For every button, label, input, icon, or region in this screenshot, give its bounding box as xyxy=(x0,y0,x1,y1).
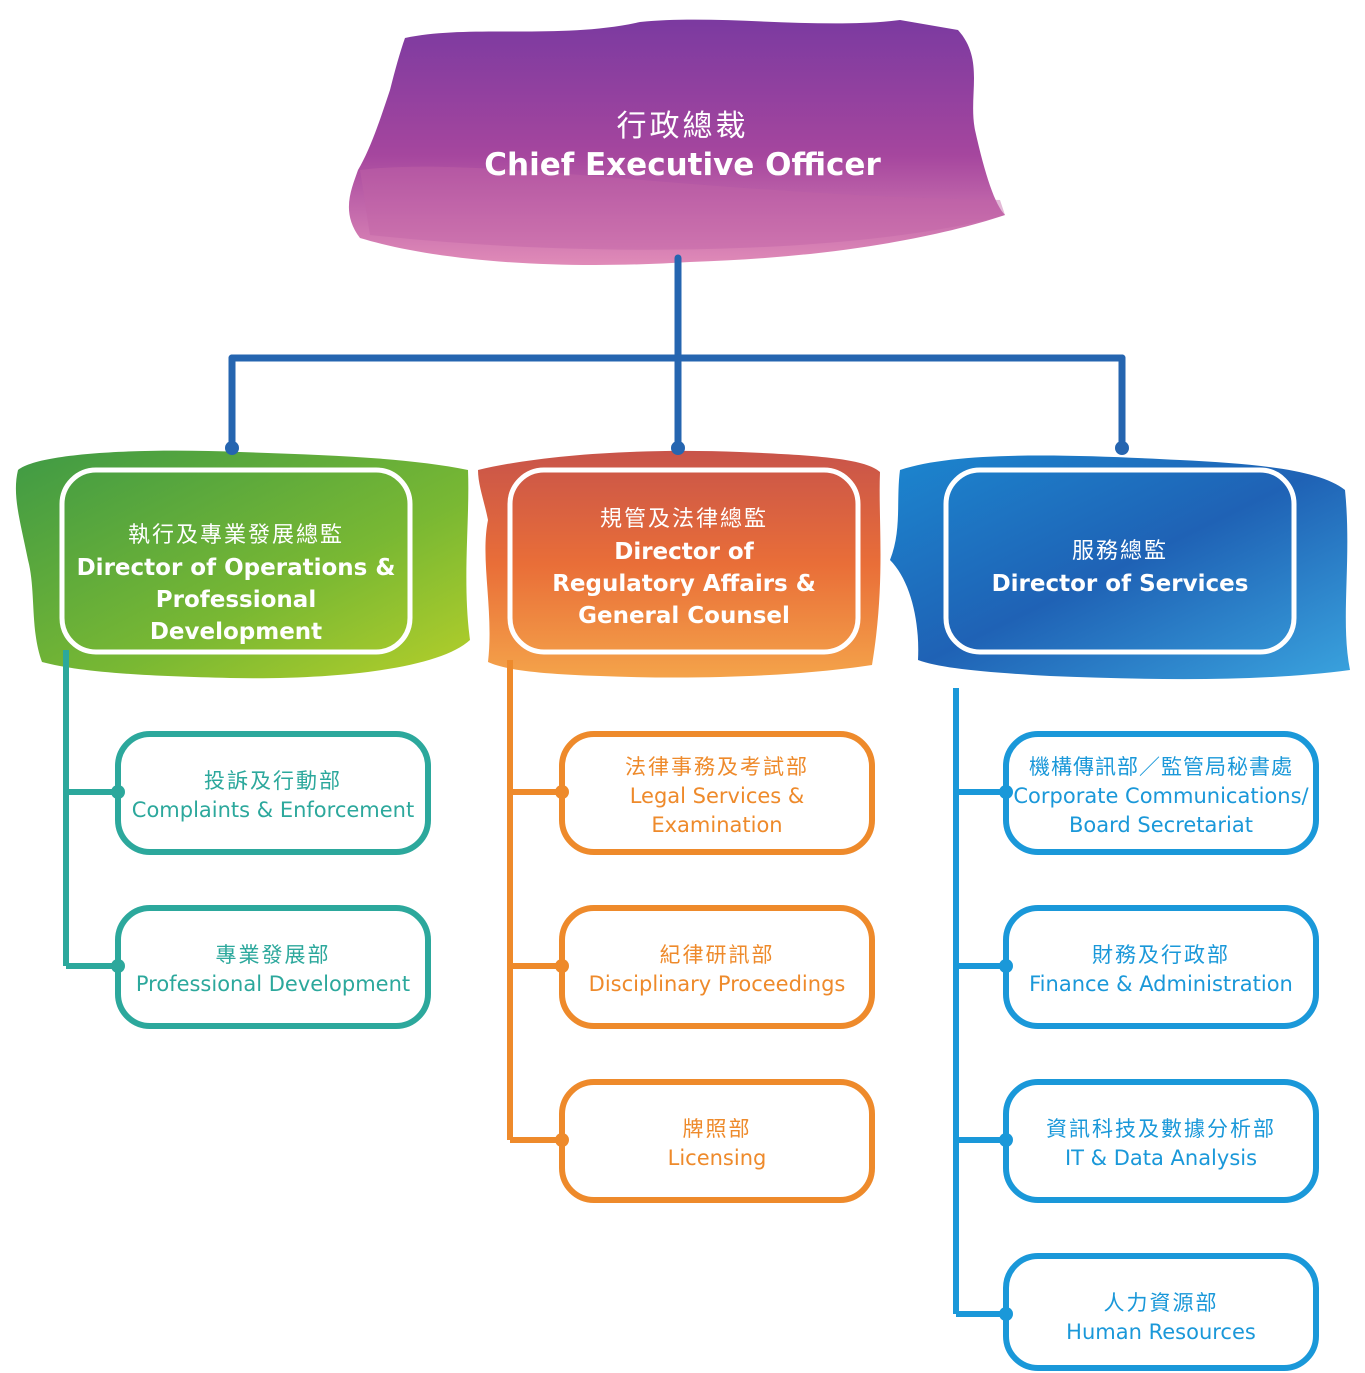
unit-complaints-en: Complaints & Enforcement xyxy=(131,798,415,822)
director-operations-en-line2: Professional Development xyxy=(149,587,323,645)
unit-professional-zh: 專業發展部 xyxy=(215,943,331,967)
unit-hr-en: Human Resources xyxy=(1066,1320,1256,1344)
unit-it-data-analysis: 資訊科技及數據分析部 IT & Data Analysis xyxy=(1008,1114,1314,1173)
director-services-zh: 服務總監 xyxy=(1071,539,1168,564)
regulatory-branch-dots xyxy=(555,785,569,1147)
director-operations-en-line1: Director of Operations & xyxy=(76,555,396,581)
director-regulatory-node: 規管及法律總監 Director of Regulatory Affairs &… xyxy=(514,504,854,632)
director-regulatory-en-line3: General Counsel xyxy=(578,603,790,629)
operations-watercolor xyxy=(15,450,470,679)
unit-legal-en-line1: Legal Services & xyxy=(629,784,805,808)
unit-finance-zh: 財務及行政部 xyxy=(1092,943,1230,967)
unit-finance-administration: 財務及行政部 Finance & Administration xyxy=(1008,940,1314,999)
services-director-frame xyxy=(943,467,1297,655)
unit-complaints-enforcement: 投訴及行動部 Complaints & Enforcement xyxy=(122,766,424,825)
ceo-watercolor-streak xyxy=(360,166,1005,250)
ceo-watercolor-block xyxy=(348,19,1005,265)
director-operations-zh: 執行及專業發展總監 xyxy=(127,523,344,548)
unit-corporate-zh: 機構傳訊部／監管局秘書處 xyxy=(1029,755,1293,779)
director-services-node: 服務總監 Director of Services xyxy=(950,536,1290,600)
unit-corporate-en-line2: Board Secretariat xyxy=(1069,813,1253,837)
operations-branch-dots xyxy=(111,785,125,973)
unit-disciplinary-en: Disciplinary Proceedings xyxy=(588,972,846,996)
regulatory-director-frame xyxy=(507,467,861,655)
unit-corporate-communications: 機構傳訊部／監管局秘書處 Corporate Communications/ B… xyxy=(1008,752,1314,840)
ceo-title-en: Chief Executive Officer xyxy=(484,147,881,183)
unit-professional-en: Professional Development xyxy=(135,972,411,996)
director-operations-node: 執行及專業發展總監 Director of Operations & Profe… xyxy=(66,520,406,648)
ceo-node: 行政總裁 Chief Executive Officer xyxy=(400,108,965,184)
director-regulatory-en-line2: Regulatory Affairs & xyxy=(552,571,816,597)
unit-licensing-en: Licensing xyxy=(667,1146,767,1170)
unit-it-en: IT & Data Analysis xyxy=(1064,1146,1258,1170)
director-services-en: Director of Services xyxy=(991,571,1249,597)
ceo-title-zh: 行政總裁 xyxy=(616,109,749,144)
unit-hr-zh: 人力資源部 xyxy=(1103,1291,1219,1315)
connector-dots xyxy=(225,441,1129,455)
unit-legal-en-line2: Examination xyxy=(651,813,783,837)
unit-disciplinary-proceedings: 紀律研訊部 Disciplinary Proceedings xyxy=(566,940,868,999)
unit-disciplinary-zh: 紀律研訊部 xyxy=(659,943,775,967)
unit-corporate-en-line1: Corporate Communications/ xyxy=(1013,784,1309,808)
unit-licensing-zh: 牌照部 xyxy=(682,1117,752,1141)
operations-director-frame xyxy=(59,467,413,655)
unit-professional-development: 專業發展部 Professional Development xyxy=(122,940,424,999)
unit-human-resources: 人力資源部 Human Resources xyxy=(1008,1288,1314,1347)
unit-finance-en: Finance & Administration xyxy=(1029,972,1293,996)
director-regulatory-zh: 規管及法律總監 xyxy=(599,507,768,532)
regulatory-watercolor xyxy=(478,450,881,678)
director-regulatory-en-line1: Director of xyxy=(614,539,754,565)
services-branch-dots xyxy=(999,785,1013,1321)
ceo-connectors xyxy=(228,254,1126,452)
services-watercolor xyxy=(890,455,1350,680)
unit-complaints-zh: 投訴及行動部 xyxy=(204,769,342,793)
unit-legal-services: 法律事務及考試部 Legal Services & Examination xyxy=(566,752,868,840)
unit-legal-zh: 法律事務及考試部 xyxy=(625,755,809,779)
unit-it-zh: 資訊科技及數據分析部 xyxy=(1046,1117,1276,1141)
unit-licensing: 牌照部 Licensing xyxy=(566,1114,868,1173)
